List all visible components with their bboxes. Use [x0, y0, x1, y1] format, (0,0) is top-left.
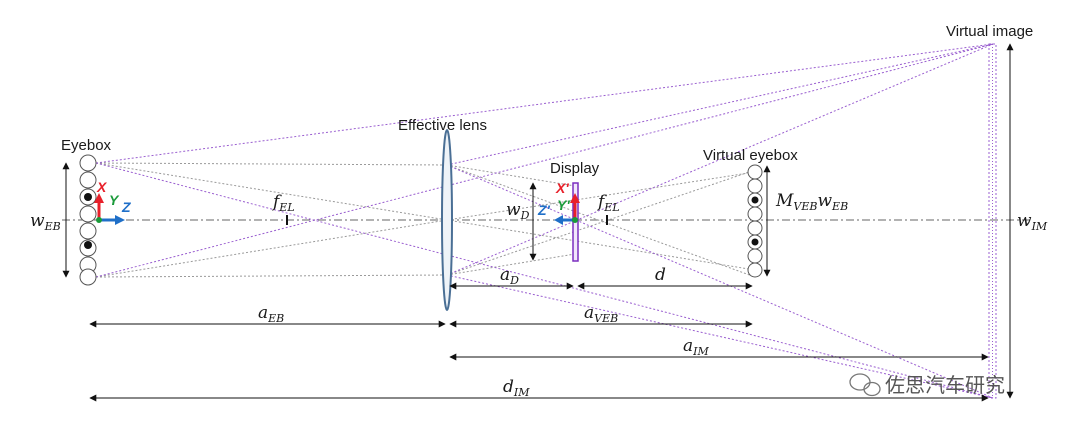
- virtual-image: [988, 43, 997, 399]
- a-eb-symbol: aEB: [258, 303, 284, 325]
- display-axis-x-label: X': [555, 180, 569, 196]
- a-veb-symbol: aVEB: [584, 303, 618, 325]
- grey-rays: [95, 162, 756, 278]
- w-im-symbol: wIM: [1017, 211, 1048, 233]
- d-symbol: d: [655, 265, 666, 285]
- effective-lens-label: Effective lens: [398, 117, 487, 134]
- eyebox-circles: [79, 154, 97, 286]
- f-el-right-symbol: fEL: [596, 192, 620, 214]
- eye-axis-y-label: Y: [109, 192, 120, 208]
- eye-axes: [94, 193, 125, 225]
- f-el-left-symbol: fEL: [271, 192, 295, 214]
- display-label: Display: [550, 160, 600, 177]
- m-veb-symbol: MVEBwEB: [775, 191, 848, 213]
- w-eb-symbol: wEB: [30, 211, 61, 233]
- virtual-eyebox-circles: [747, 164, 763, 278]
- display-axis-y-label: Y': [557, 197, 570, 213]
- display-axes: [554, 193, 580, 225]
- purple-rays: [95, 43, 994, 399]
- effective-lens-shape: [441, 129, 453, 311]
- eye-axis-z-label: Z: [121, 199, 131, 215]
- w-d-symbol: wD: [506, 200, 530, 222]
- display-axis-z-label: Z': [537, 202, 551, 218]
- virtual-eyebox-label: Virtual eyebox: [703, 147, 798, 164]
- watermark-text: 佐思汽车研究: [885, 373, 1005, 397]
- eye-axis-x-label: X: [96, 179, 108, 195]
- virtual-eye-icon: [751, 196, 759, 246]
- a-d-symbol: aD: [500, 265, 519, 287]
- virtual-image-label: Virtual image: [946, 23, 1033, 40]
- eyebox-label: Eyebox: [61, 137, 112, 154]
- wechat-icon: [849, 373, 881, 397]
- a-im-symbol: aIM: [683, 336, 709, 358]
- d-im-symbol: dIM: [503, 377, 530, 399]
- eye-icon: [84, 193, 92, 249]
